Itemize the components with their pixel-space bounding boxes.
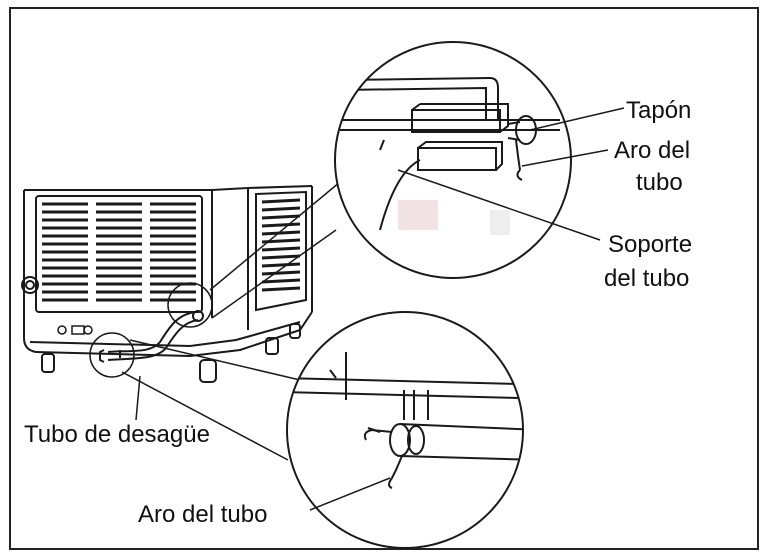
zoom-connectors (121, 181, 341, 461)
zoom-circle-top (334, 41, 572, 279)
caster-wheels (41, 323, 301, 383)
rear-grille (35, 195, 203, 313)
side-grille-slat (261, 246, 301, 252)
zoom-circle-bottom (286, 311, 524, 549)
side-grille-slat (261, 254, 301, 260)
side-grille-slat (261, 206, 301, 212)
side-grille-slat (261, 278, 301, 284)
drain-pipe-zoom (399, 423, 523, 431)
label-pipe-ring-top-2: tubo (636, 169, 683, 196)
base-screws (57, 325, 93, 335)
label-pipe-ring-bottom: Aro del tubo (138, 501, 267, 528)
air-conditioner-unit (23, 185, 313, 358)
side-grille (255, 190, 307, 312)
side-grille-slat (261, 262, 301, 268)
label-pipe-support-1: Soporte (608, 231, 692, 258)
drain-knob (21, 276, 39, 294)
side-grille-slat (261, 270, 301, 276)
side-grille-slat (261, 230, 301, 236)
side-grille-slat (261, 214, 301, 220)
side-grille-slat (261, 198, 301, 204)
side-grille-slat (261, 286, 301, 292)
label-pipe-support-2: del tubo (604, 265, 689, 292)
side-grille-slat (261, 222, 301, 228)
plug-icon (515, 115, 537, 145)
figure-frame (9, 7, 759, 550)
label-drain-pipe: Tubo de desagüe (24, 421, 210, 448)
label-plug: Tapón (626, 97, 691, 124)
callout-leaders (135, 107, 625, 511)
detail-markers (89, 282, 213, 378)
label-pipe-ring-top-1: Aro del (614, 137, 690, 164)
